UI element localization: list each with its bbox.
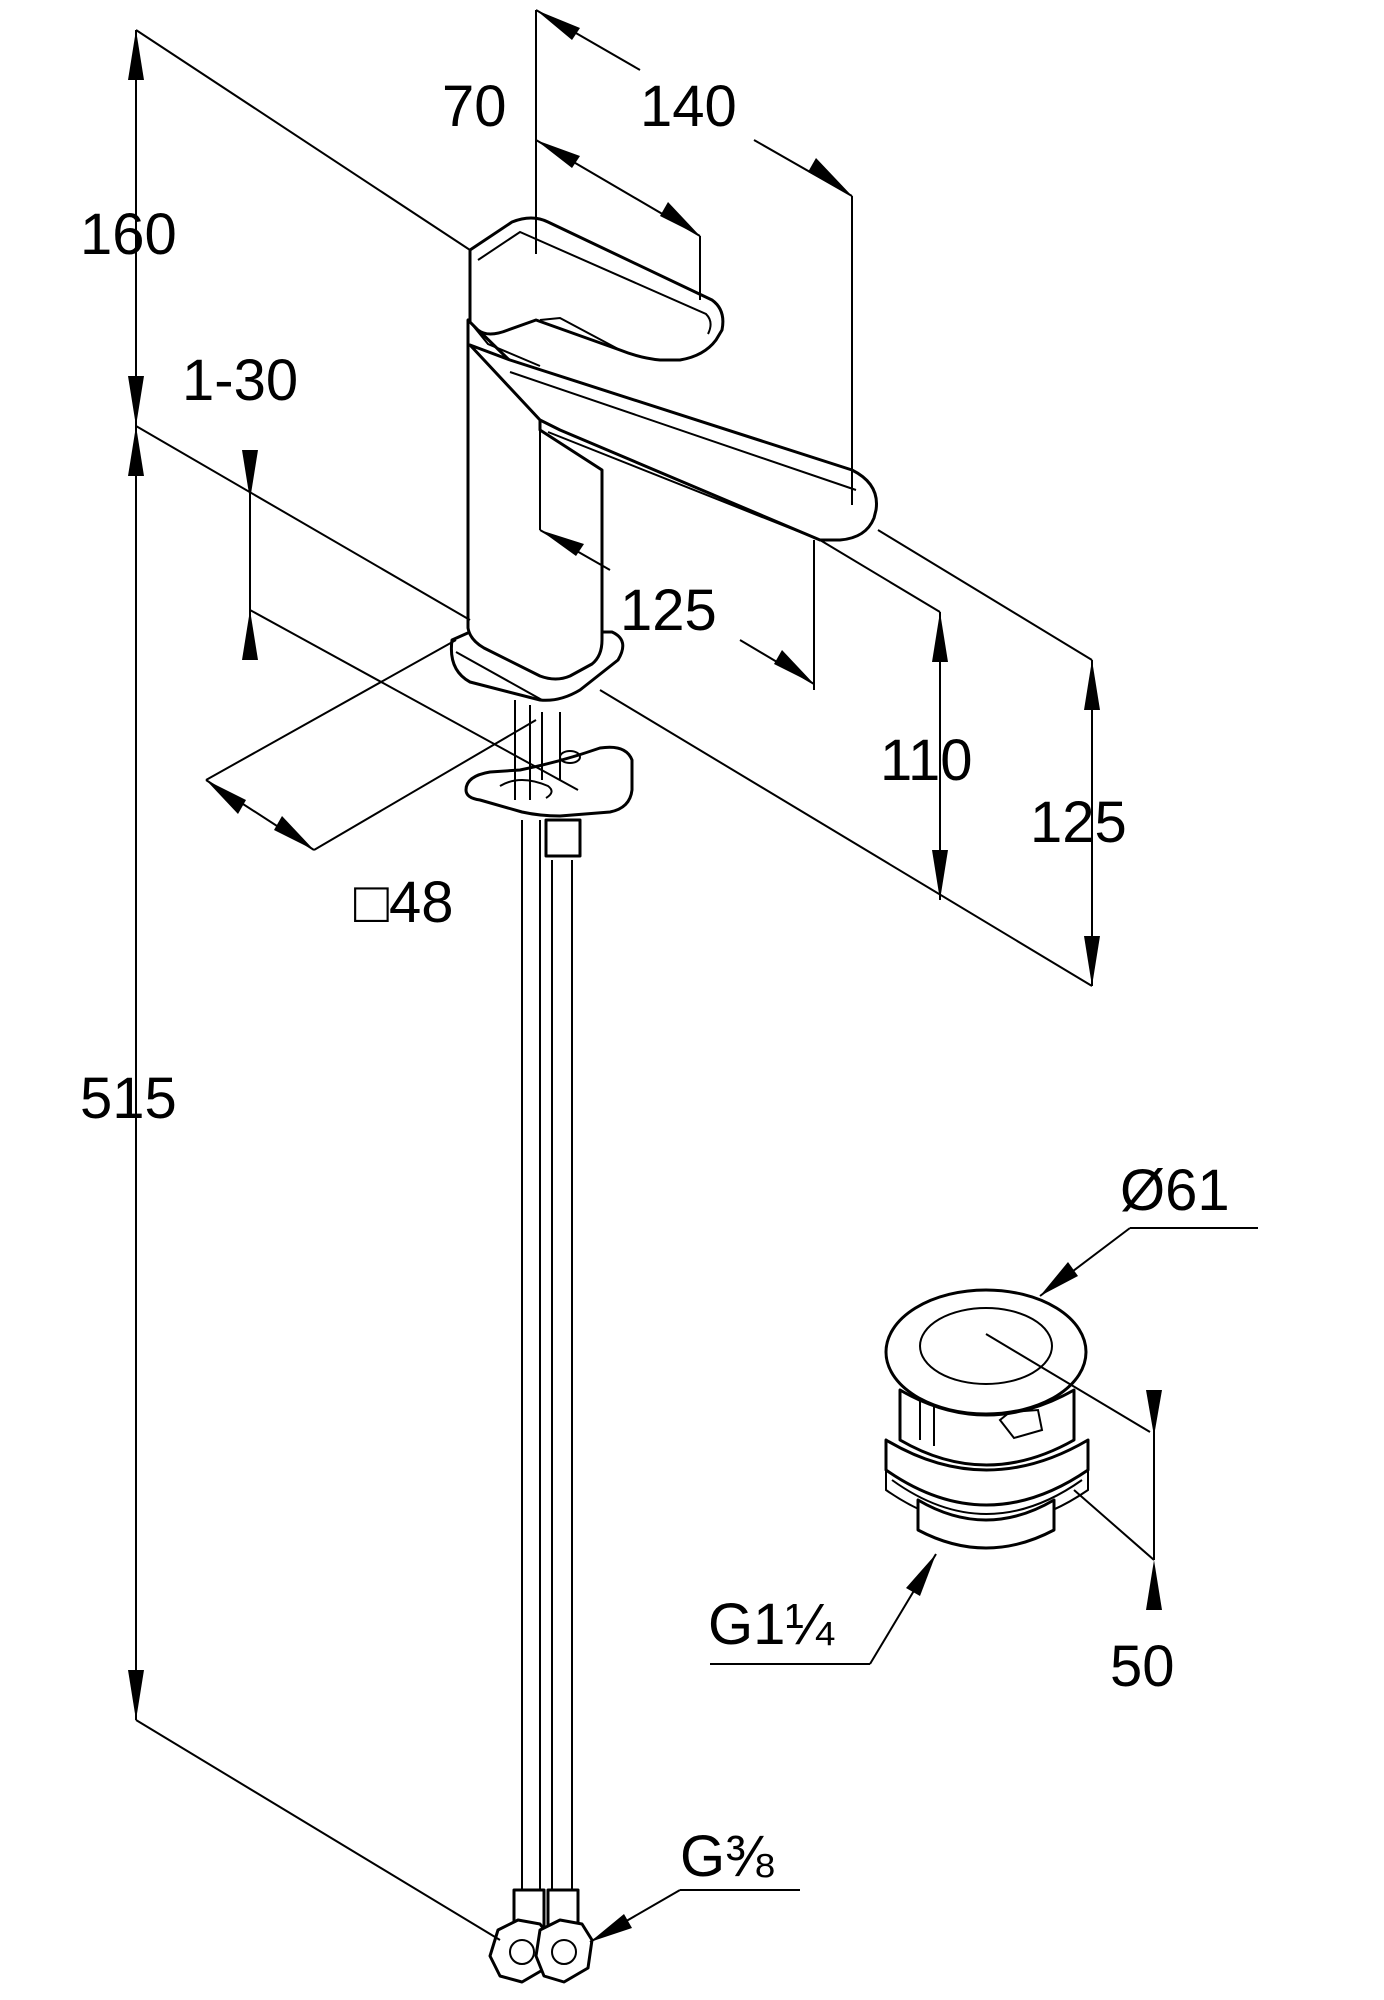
dim-515: 515 xyxy=(80,1066,177,1131)
hose-fitting xyxy=(544,818,582,858)
mounting-clamp xyxy=(464,745,634,818)
dim-square-48: □48 xyxy=(354,870,454,935)
faucet-lever xyxy=(468,216,725,362)
dim-g1-1-4: G1¼ xyxy=(708,1592,834,1657)
drain-valve xyxy=(884,1288,1090,1550)
dim-diameter-61: Ø61 xyxy=(1120,1158,1230,1223)
dimension-labels: 70 140 160 1-30 125 110 125 □48 515 Ø61 … xyxy=(80,74,1230,1889)
dim-125-spout: 125 xyxy=(620,578,717,643)
dimension-lines xyxy=(128,9,1258,1943)
dim-70: 70 xyxy=(442,74,507,139)
dim-1-30: 1-30 xyxy=(182,348,298,413)
dim-140: 140 xyxy=(640,74,737,139)
dim-160: 160 xyxy=(80,202,177,267)
faucet xyxy=(449,216,878,1984)
dim-50: 50 xyxy=(1110,1634,1175,1699)
dim-125-height: 125 xyxy=(1030,790,1127,855)
hose-end-fittings xyxy=(488,1888,594,1984)
dim-110: 110 xyxy=(880,728,972,793)
faucet-body xyxy=(466,318,604,681)
dim-g3-8: G⅜ xyxy=(680,1824,774,1889)
